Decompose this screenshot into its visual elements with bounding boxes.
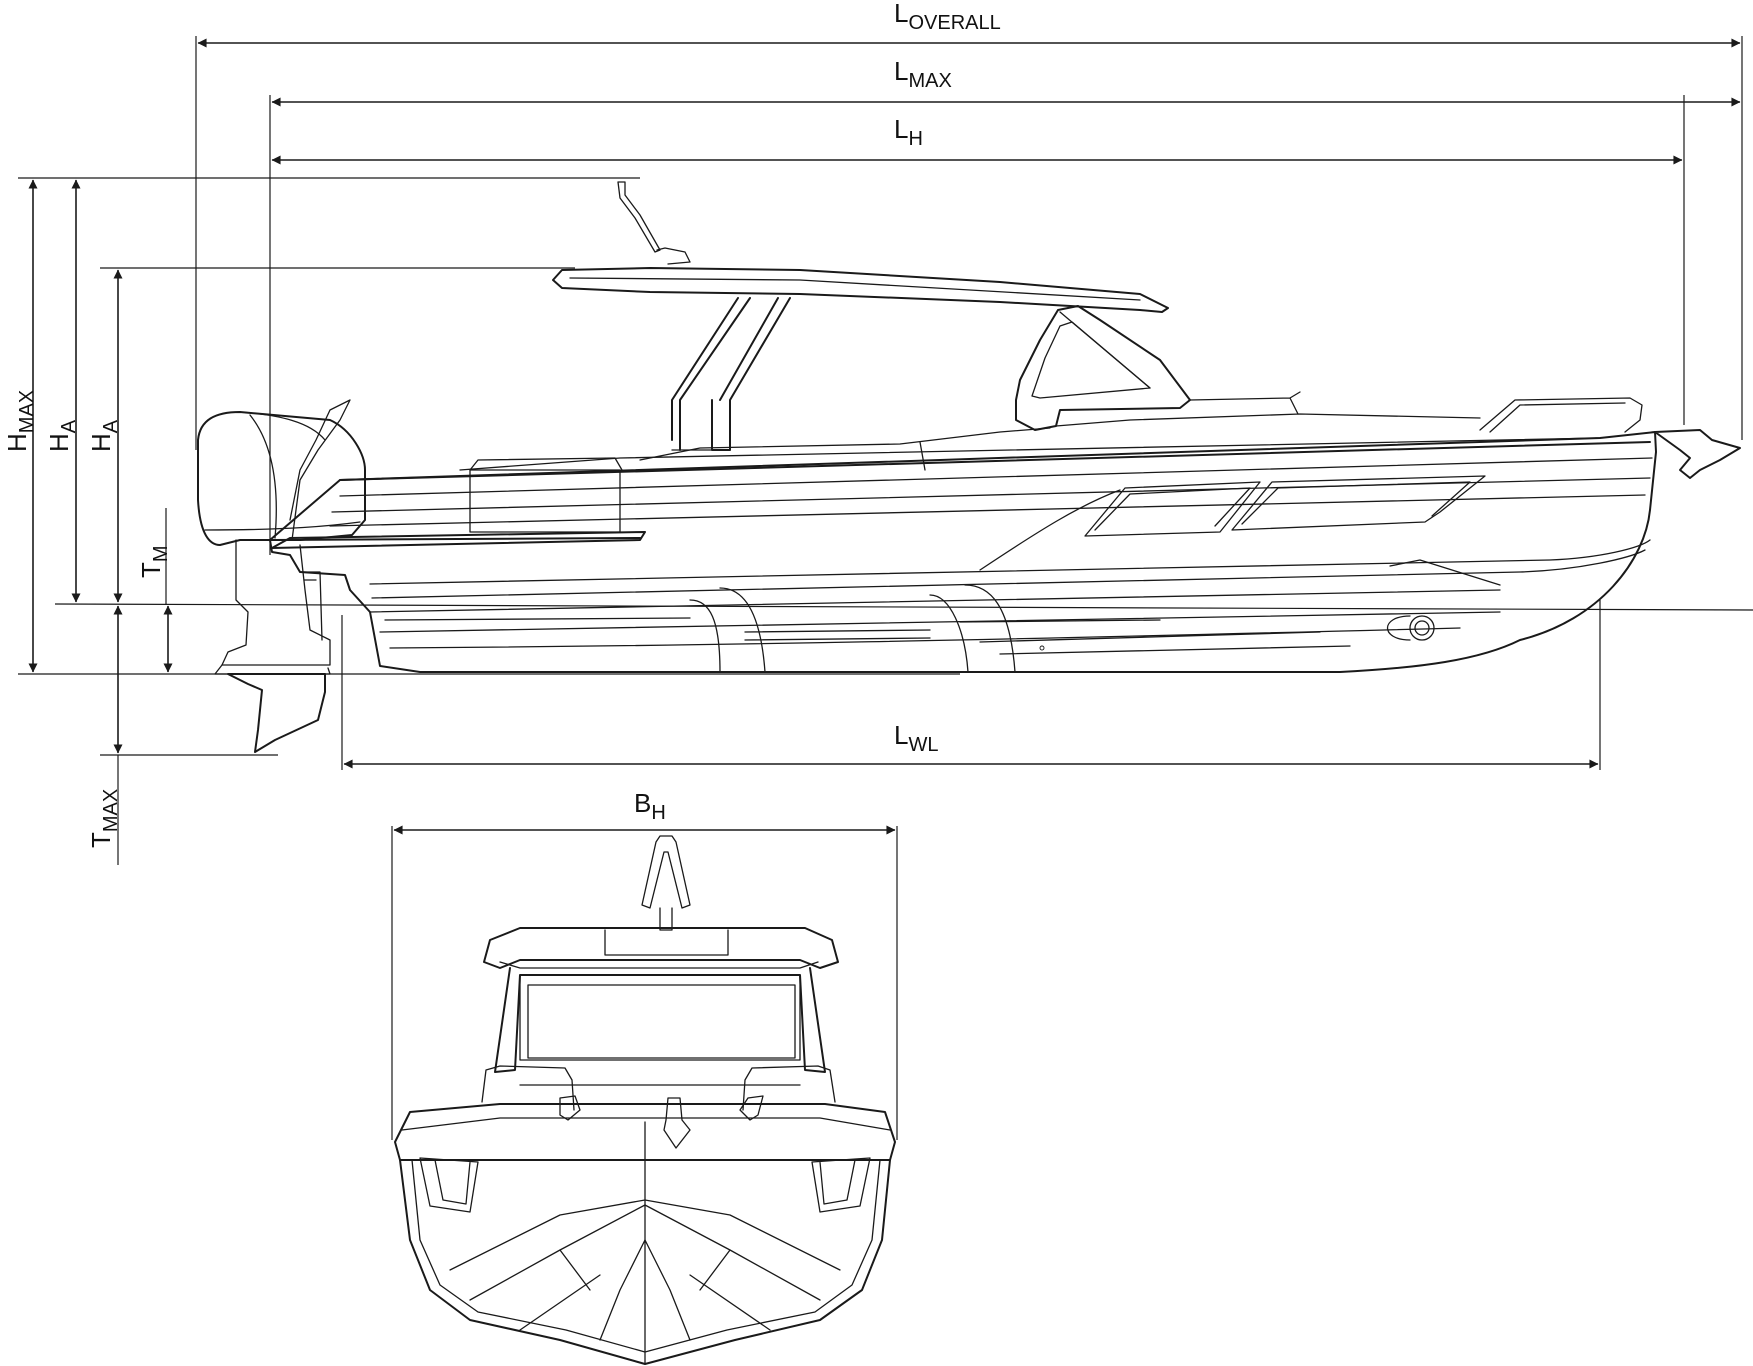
outboard-lower-unit <box>227 673 326 753</box>
l-waterline-label: LWL <box>894 720 938 756</box>
hull-window-aft <box>1084 481 1261 537</box>
hull-outline <box>269 431 1657 673</box>
h-a-2-label: HA <box>86 419 122 452</box>
boat-front-view <box>394 835 896 1365</box>
h-max-label: HMAX <box>2 390 38 452</box>
b-hull-label: BH <box>634 788 666 824</box>
t-top-canopy <box>552 267 1169 313</box>
extension-lines <box>18 36 1753 1140</box>
front-windscreen <box>494 967 826 1073</box>
l-hull-label: LH <box>894 114 923 150</box>
outboard-motor <box>197 411 366 546</box>
front-t-top <box>483 927 839 969</box>
antenna-mast <box>617 181 661 253</box>
front-deck-rim <box>394 1103 896 1161</box>
front-bow-fitting <box>663 1097 691 1149</box>
bow-rail <box>1479 397 1643 433</box>
front-antenna <box>641 835 691 909</box>
stern-rail <box>289 399 351 541</box>
t-top-leg-aft <box>671 297 791 451</box>
bow-anchor <box>1654 429 1741 479</box>
l-overall-label: LOVERALL <box>894 0 1001 34</box>
t-max-label: TMAX <box>86 789 122 848</box>
boat-side-view <box>197 181 1741 753</box>
dimension-lines <box>28 38 1741 835</box>
dimension-labels: LOVERALL LMAX LH LWL BH HMAX HA HA TM TM… <box>2 0 1001 848</box>
hull-window-fwd <box>1231 475 1486 531</box>
t-m-label: TM <box>136 545 172 578</box>
h-a-1-label: HA <box>44 419 80 452</box>
hull-porthole <box>1409 615 1435 641</box>
l-max-label: LMAX <box>894 56 952 92</box>
